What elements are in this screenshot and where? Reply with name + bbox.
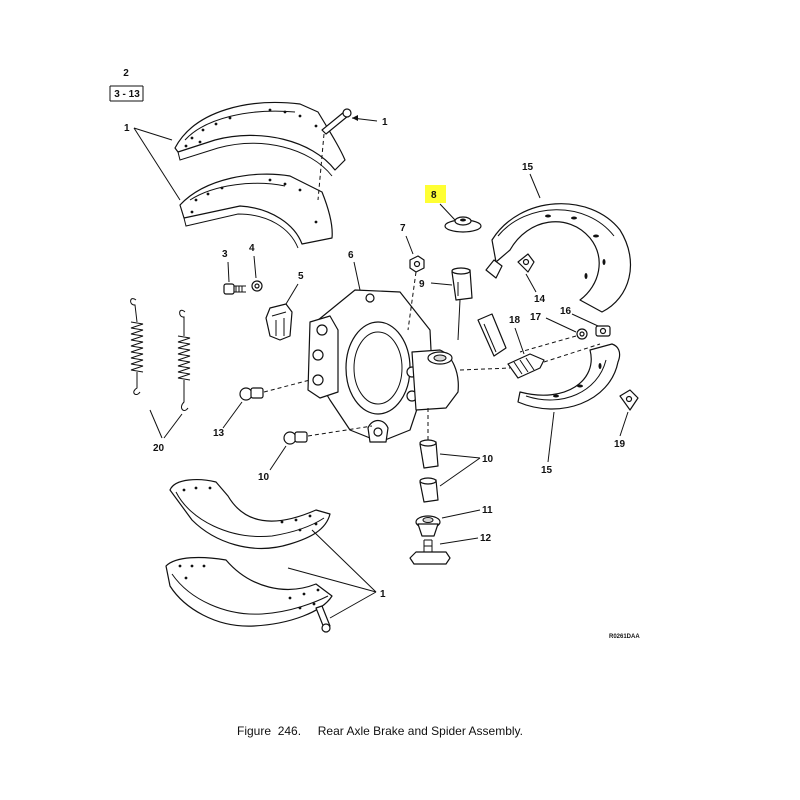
- figure-caption: Figure 246. Rear Axle Brake and Spider A…: [0, 724, 760, 738]
- upper-shoe-bolt: [321, 108, 352, 135]
- callout-1-bottom: 1: [380, 589, 386, 600]
- figure-number: Figure 246.: [237, 724, 302, 738]
- grease-fitting-10-left: [283, 431, 308, 445]
- callout-17: 17: [530, 312, 542, 323]
- figure-title: Rear Axle Brake and Spider Assembly.: [317, 724, 523, 738]
- callout-12: 12: [480, 533, 492, 544]
- cam-bolt: [223, 283, 246, 295]
- return-spring-left: [130, 298, 144, 395]
- callout-15-bottom: 15: [541, 465, 553, 476]
- callout-11: 11: [482, 505, 493, 516]
- callout-3: 3: [222, 249, 228, 260]
- callout-6: 6: [348, 250, 354, 261]
- callout-1-bolt: 1: [382, 117, 388, 128]
- brake-spider: [307, 289, 459, 443]
- callout-9: 9: [419, 279, 425, 290]
- callout-7: 7: [400, 223, 406, 234]
- lower-brake-shoe-upper: [169, 479, 331, 549]
- lower-shoe-bolt: [315, 605, 331, 633]
- reference-upper: 2: [123, 68, 129, 79]
- drawing-id: R0261DAA: [609, 634, 640, 640]
- callout-4: 4: [249, 243, 255, 254]
- lock-washer: [251, 280, 263, 292]
- pin-18: [507, 353, 545, 379]
- lower-brake-shoe-lower: [165, 556, 333, 627]
- callout-10-right: 10: [482, 454, 494, 465]
- callout-5: 5: [298, 271, 304, 282]
- cam-seal-11: [415, 515, 441, 537]
- bushing-10-upper: [419, 439, 439, 503]
- callout-8-highlight: [425, 185, 446, 203]
- callout-16: 16: [560, 306, 572, 317]
- grease-fitting-13: [239, 387, 264, 401]
- washer-17: [576, 328, 588, 340]
- upper-brake-shoe-rear: [179, 173, 333, 249]
- anchor-pin-bracket: [265, 303, 293, 341]
- cam-bolt-12: [409, 539, 451, 565]
- callout-19: 19: [614, 439, 626, 450]
- bolt-16: [595, 325, 611, 337]
- return-spring-right: [177, 309, 191, 411]
- reference-lower: 3 - 13: [114, 89, 140, 100]
- dust-shield-upper: [485, 203, 632, 313]
- seal-8: [444, 216, 482, 233]
- clip-14: [517, 253, 535, 273]
- dust-shield-lower: [477, 313, 621, 410]
- callout-14: 14: [534, 294, 546, 305]
- nut-7: [409, 255, 425, 273]
- callout-10-left: 10: [258, 472, 270, 483]
- callout-15-top: 15: [522, 162, 534, 173]
- reference-indicator: 2 3 - 13: [109, 68, 144, 102]
- upper-brake-shoe-front: [174, 101, 346, 177]
- callout-13: 13: [213, 428, 225, 439]
- callout-18: 18: [509, 315, 521, 326]
- clip-19: [619, 389, 639, 411]
- callout-8: 8: [431, 190, 437, 201]
- bushing-9: [451, 267, 473, 301]
- callout-20: 20: [153, 443, 165, 454]
- callout-1-shoes: 1: [124, 123, 130, 134]
